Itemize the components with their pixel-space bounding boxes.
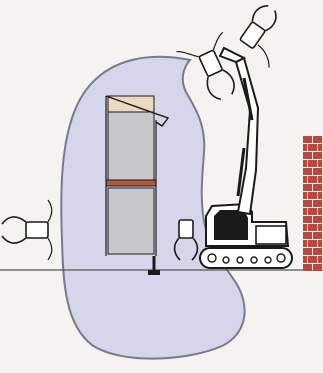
brick bbox=[303, 200, 312, 207]
brick bbox=[303, 160, 307, 167]
brick bbox=[303, 240, 307, 247]
counterweight bbox=[255, 225, 287, 245]
brick bbox=[303, 208, 307, 215]
brick bbox=[303, 136, 312, 143]
brick bbox=[308, 192, 317, 199]
brick bbox=[318, 192, 322, 199]
brick bbox=[308, 176, 317, 183]
boom-cylinder bbox=[236, 147, 246, 197]
brick bbox=[318, 256, 322, 263]
floor-slab bbox=[105, 179, 157, 187]
brick bbox=[313, 184, 322, 191]
brick bbox=[308, 240, 317, 247]
lower-window bbox=[107, 187, 155, 255]
attachment-left bbox=[1, 199, 53, 261]
brick bbox=[313, 248, 322, 255]
brick bbox=[318, 224, 322, 231]
brick bbox=[308, 208, 317, 215]
arm-cylinder bbox=[242, 77, 254, 121]
brick bbox=[303, 144, 307, 151]
brick bbox=[303, 264, 312, 271]
brick bbox=[313, 136, 322, 143]
brick bbox=[303, 152, 312, 159]
brick bbox=[303, 232, 312, 239]
brick bbox=[303, 192, 307, 199]
brick bbox=[313, 232, 322, 239]
brick bbox=[303, 184, 312, 191]
brick bbox=[313, 200, 322, 207]
brick bbox=[308, 256, 317, 263]
building-facade bbox=[105, 95, 170, 275]
brick bbox=[303, 224, 307, 231]
attachment-ground bbox=[173, 219, 199, 261]
roof-edge bbox=[105, 95, 170, 127]
brick bbox=[318, 240, 322, 247]
attachment-upper-right bbox=[239, 5, 277, 68]
brick bbox=[303, 168, 312, 175]
brick bbox=[313, 168, 322, 175]
wall-cladding bbox=[107, 95, 155, 113]
upper-window bbox=[107, 111, 155, 181]
brick bbox=[313, 216, 322, 223]
brick bbox=[303, 256, 307, 263]
brick bbox=[303, 216, 312, 223]
excavator-arm bbox=[218, 46, 247, 64]
brick bbox=[318, 144, 322, 151]
track-rollers bbox=[207, 253, 286, 264]
brick-wall bbox=[303, 136, 323, 271]
brick bbox=[308, 160, 317, 167]
brick bbox=[308, 224, 317, 231]
brick bbox=[318, 160, 322, 167]
brick bbox=[313, 264, 322, 271]
column-footing bbox=[148, 270, 160, 275]
brick bbox=[303, 248, 312, 255]
brick bbox=[313, 152, 322, 159]
brick bbox=[303, 176, 307, 183]
brick bbox=[318, 208, 322, 215]
demolition-excavator bbox=[199, 46, 293, 269]
cab-window bbox=[214, 210, 248, 240]
attachment-top bbox=[176, 31, 235, 101]
brick bbox=[308, 144, 317, 151]
brick bbox=[318, 176, 322, 183]
